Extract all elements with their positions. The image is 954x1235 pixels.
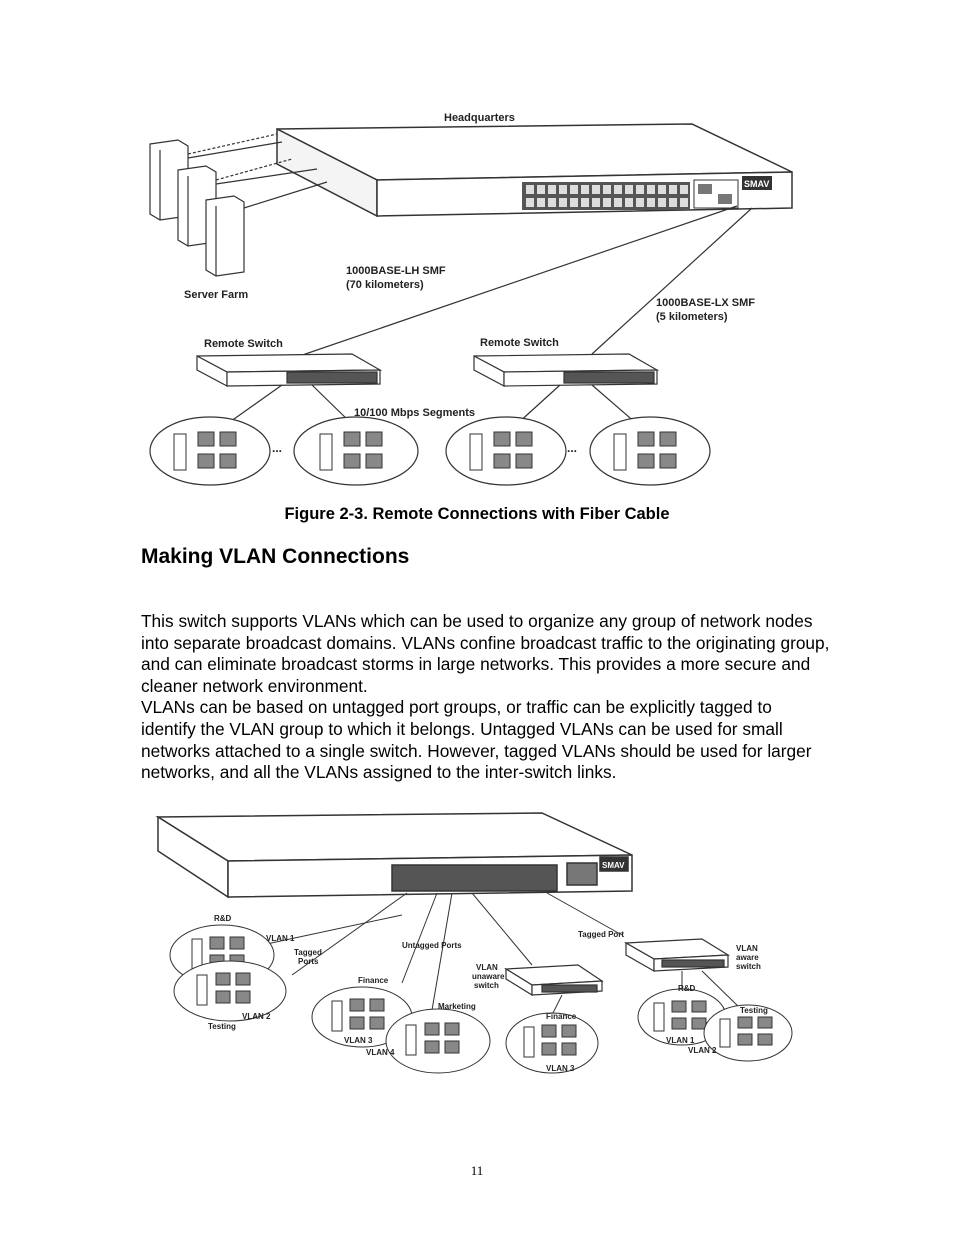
vlan-aware-label-1: VLAN xyxy=(736,944,758,953)
marketing-vlan4-cluster xyxy=(385,1008,491,1074)
ellipsis-left: ... xyxy=(272,441,282,455)
vlan-unaware-label-3: switch xyxy=(474,981,499,990)
segments-label: 10/100 Mbps Segments xyxy=(354,407,475,419)
segment-cluster-4 xyxy=(589,416,711,486)
figure-caption: Figure 2-3. Remote Connections with Fibe… xyxy=(284,505,670,523)
lx-smf-label: 1000BASE-LX SMF xyxy=(656,297,755,309)
marketing-label: Marketing xyxy=(438,1002,476,1011)
vlan-aware-label-3: switch xyxy=(736,962,761,971)
remote-connections-diagram: SMAV Headquarters Server Farm 1000BASE-L… xyxy=(149,112,793,486)
lh-smf-label: 1000BASE-LH SMF xyxy=(346,265,446,277)
testing-vlan2-cluster-right xyxy=(703,1004,793,1062)
segment-cluster-1 xyxy=(149,416,271,486)
remote-switch-right xyxy=(473,353,660,387)
finance-mid-label: Finance xyxy=(546,1012,577,1021)
finance-vlan3-cluster-mid xyxy=(505,1012,599,1074)
lh-fiber-link xyxy=(281,205,738,363)
untagged-ports-label: Untagged Ports xyxy=(402,941,462,950)
vlan2-left-label: VLAN 2 xyxy=(242,1012,271,1021)
tagged-ports-label-2: Ports xyxy=(298,957,319,966)
remote-switch-left xyxy=(196,353,383,387)
vlan-aware-label-2: aware xyxy=(736,953,759,962)
vlan-aware-switch xyxy=(623,938,730,973)
rd-right-label: R&D xyxy=(678,984,696,993)
vlan-unaware-switch xyxy=(504,964,604,997)
lh-distance-label: (70 kilometers) xyxy=(346,279,424,291)
vlan-connections-diagram: SMAV R&D VLAN 1 Tagged Ports VLAN 2 Test… xyxy=(155,812,793,1074)
finance-vlan3-cluster xyxy=(311,986,413,1048)
lx-fiber-link xyxy=(591,207,753,355)
hq-brand-label: SMAV xyxy=(744,179,769,189)
vlan3-mid-label: VLAN 3 xyxy=(546,1064,575,1073)
vlan1-left-label: VLAN 1 xyxy=(266,934,295,943)
segment-cluster-3 xyxy=(445,416,567,486)
testing-left-label: Testing xyxy=(208,1022,236,1031)
section-heading: Making VLAN Connections xyxy=(141,545,410,568)
headquarters-switch: SMAV xyxy=(276,123,793,218)
vlan-unaware-label-2: unaware xyxy=(472,972,505,981)
vlan3-left-label: VLAN 3 xyxy=(344,1036,373,1045)
remote-switch-right-label: Remote Switch xyxy=(480,337,559,349)
vlan2-right-label: VLAN 2 xyxy=(688,1046,717,1055)
vlan1-right-label: VLAN 1 xyxy=(666,1036,695,1045)
ellipsis-right: ... xyxy=(567,441,577,455)
core-brand-label: SMAV xyxy=(602,861,625,870)
headquarters-label: Headquarters xyxy=(444,112,515,124)
server-farm-label: Server Farm xyxy=(184,289,248,301)
finance-left-label: Finance xyxy=(358,976,389,985)
paragraph-2: VLANs can be based on untagged port grou… xyxy=(141,697,812,783)
vlan4-label: VLAN 4 xyxy=(366,1048,395,1057)
tagged-port-label: Tagged Port xyxy=(578,930,624,939)
vlan-unaware-label-1: VLAN xyxy=(476,963,498,972)
rd-left-label: R&D xyxy=(214,914,232,923)
segment-cluster-2 xyxy=(293,416,419,486)
section-body: This switch supports VLANs which can be … xyxy=(141,611,831,784)
testing-vlan2-cluster-left xyxy=(173,960,287,1022)
testing-right-label: Testing xyxy=(740,1006,768,1015)
core-switch xyxy=(155,812,633,899)
tagged-ports-label-1: Tagged xyxy=(294,948,322,957)
paragraph-1: This switch supports VLANs which can be … xyxy=(141,611,830,696)
server-farm xyxy=(149,133,328,277)
lx-distance-label: (5 kilometers) xyxy=(656,311,728,323)
remote-switch-left-label: Remote Switch xyxy=(204,338,283,350)
page-number: 11 xyxy=(470,1163,484,1178)
